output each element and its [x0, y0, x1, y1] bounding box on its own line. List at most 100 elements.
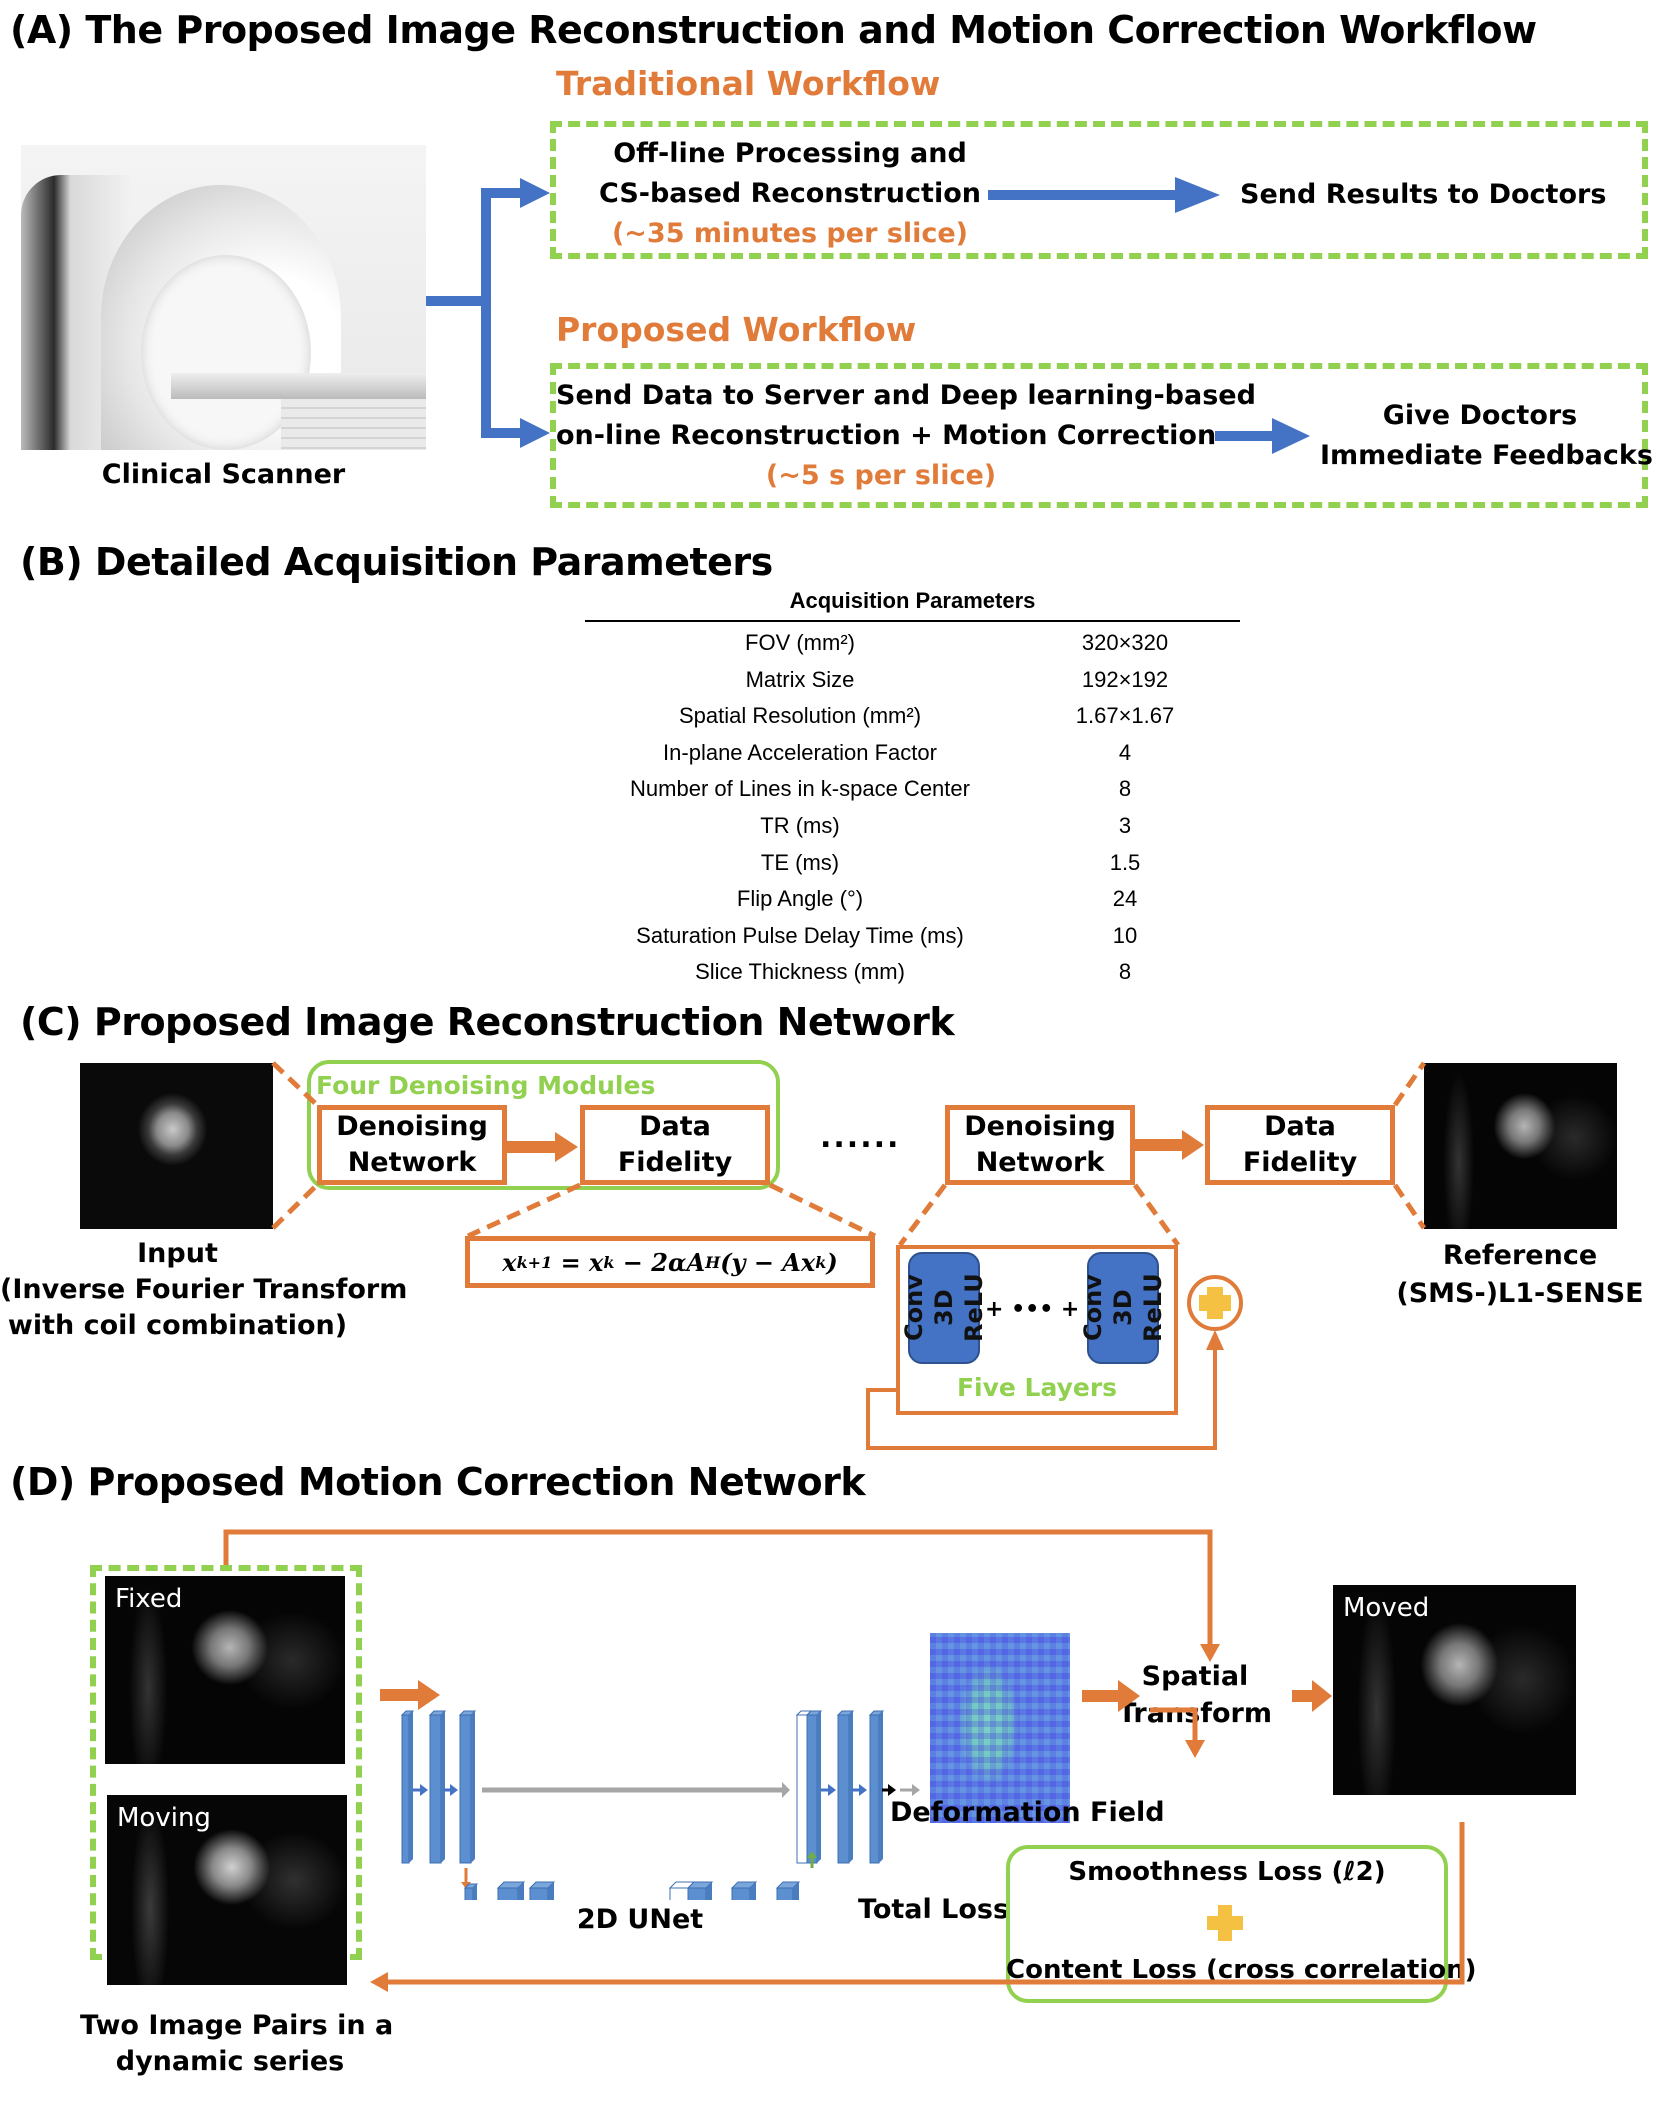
unet-skip-arrow-1 [482, 1782, 790, 1798]
eq-part: k [815, 1252, 827, 1272]
section-c-title: (C) Proposed Image Reconstruction Networ… [20, 1000, 955, 1044]
section-a-title: (A) The Proposed Image Reconstruction an… [10, 8, 1537, 52]
denoising-network-line1: Denoising [964, 1111, 1116, 1142]
feedback-line2: Immediate Feedbacks [1320, 440, 1653, 471]
arrow-to-moved [1292, 1690, 1316, 1702]
moved-image: Moved [1333, 1585, 1576, 1795]
reference-image [1424, 1063, 1617, 1229]
eq-part: k+1 [516, 1252, 553, 1272]
table-param-cell: Saturation Pulse Delay Time (ms) [636, 922, 964, 948]
scanner-label: Clinical Scanner [101, 459, 346, 490]
input-label-line3: with coil combination) [7, 1310, 348, 1341]
table-value-cell: 1.67×1.67 [1075, 703, 1175, 729]
arrow-denoise-to-fidelity-last [1135, 1139, 1185, 1151]
table-header: Acquisition Parameters [789, 588, 1036, 613]
arrow-to-send-results [1175, 177, 1220, 213]
table-value-cell: 8 [1118, 959, 1132, 985]
unet-enc1-block [458, 1710, 477, 1864]
reference-label-line2: (SMS-)L1-SENSE [1396, 1278, 1644, 1309]
moved-label: Moved [1343, 1593, 1430, 1623]
unet-conv-arrow [852, 1784, 867, 1796]
feedback-line1: Give Doctors [1382, 400, 1578, 431]
table-value-cell: 10 [1112, 922, 1138, 948]
table-param-cell: Number of Lines in k-space Center [630, 776, 970, 802]
traditional-step1-line1: Off-line Processing and [613, 138, 967, 169]
unet-dec2-block [686, 1881, 714, 1900]
table-value-cell: 320×320 [1081, 630, 1169, 655]
section-d-title: (D) Proposed Motion Correction Network [10, 1460, 866, 1504]
proposed-step1-line2: on-line Reconstruction + Motion Correcti… [556, 420, 1217, 451]
spatial-transform-line1: Spatial [1141, 1661, 1249, 1692]
reference-label-line1: Reference [1442, 1240, 1598, 1271]
conv-separator: + ••• + [985, 1297, 1080, 1322]
table-header-rule [585, 620, 1240, 622]
traditional-time: (~35 minutes per slice) [611, 218, 969, 249]
table-param-cell: Spatial Resolution (mm²) [678, 703, 922, 729]
five-layers-box [896, 1245, 1178, 1415]
eq-part: x [502, 1247, 517, 1277]
eq-part: ) [826, 1247, 838, 1277]
four-denoising-modules-label: Four Denoising Modules [316, 1071, 656, 1100]
proposed-step1-line1: Send Data to Server and Deep learning-ba… [556, 380, 1256, 411]
arrow-to-feedback [1272, 418, 1310, 454]
arrow-to-traditional [520, 178, 550, 208]
eq-part: (y − Ax [720, 1247, 816, 1277]
five-layers-label: Five Layers [956, 1373, 1118, 1402]
arrow-to-proposed [520, 418, 550, 448]
input-label-line2: (Inverse Fourier Transform [0, 1274, 408, 1305]
input-label-line1: Input [137, 1238, 218, 1269]
table-value-cell: 192×192 [1081, 666, 1169, 692]
table-param-cell: Slice Thickness (mm) [695, 959, 905, 985]
smoothness-loss: Smoothness Loss (ℓ2) [1068, 1857, 1386, 1887]
table-param-cell: FOV (mm²) [745, 630, 855, 655]
unet-enc2-block [496, 1881, 526, 1900]
unet-conv-arrow [821, 1784, 836, 1796]
table-value-cell: 8 [1118, 776, 1132, 802]
deformation-field-image [930, 1633, 1070, 1823]
moving-label: Moving [117, 1803, 211, 1833]
data-fidelity-box-1: Data Fidelity [580, 1105, 770, 1185]
unet-enc1-block [428, 1710, 447, 1864]
data-fidelity-line1: Data [1264, 1111, 1336, 1142]
denoising-network-line2: Network [347, 1147, 477, 1178]
pairs-label-line2: dynamic series [115, 2046, 345, 2077]
residual-skip-connection [866, 1345, 1217, 1450]
section-d-connectors [223, 1529, 1465, 1992]
data-fidelity-line2: Fidelity [1242, 1147, 1358, 1178]
data-fidelity-line1: Data [639, 1111, 711, 1142]
denoising-network-box-1: Denoising Network [317, 1105, 507, 1185]
workflow-branch-arrows [426, 177, 1310, 454]
loss-box [1006, 1845, 1448, 2003]
plus-icon [1199, 1287, 1231, 1319]
eq-part: = x [552, 1247, 604, 1277]
unet-dec1-block [868, 1710, 885, 1864]
loss-plus-icon [1207, 1905, 1243, 1941]
unet-upsample-arrow [807, 1851, 817, 1868]
fixed-image: Fixed [105, 1576, 345, 1764]
unet-label: 2D UNet [576, 1904, 704, 1935]
unet-dec2-block [775, 1881, 801, 1900]
proposed-time: (~5 s per slice) [765, 460, 997, 491]
send-results-to-doctors: Send Results to Doctors [1240, 179, 1607, 210]
data-fidelity-line2: Fidelity [617, 1147, 733, 1178]
arrow-denoise-to-fidelity [507, 1141, 559, 1153]
unet-enc2-block [528, 1881, 556, 1900]
fixed-to-spatial-connector [223, 1529, 1213, 1648]
fixed-label: Fixed [115, 1584, 183, 1614]
table-param-cell: Matrix Size [745, 666, 855, 692]
table-param-cell: In-plane Acceleration Factor [663, 739, 937, 765]
unet-output-arrow [882, 1784, 896, 1796]
table-value-cell: 1.5 [1109, 849, 1141, 875]
unet-enc2-block [463, 1883, 479, 1900]
eq-part: − 2αA [614, 1247, 706, 1277]
four-denoising-modules-group [307, 1060, 780, 1190]
table-value-cell: 24 [1112, 886, 1138, 912]
total-loss-label: Total Loss [858, 1894, 1010, 1925]
unet-to-field-arrow [900, 1784, 920, 1796]
ellipsis: ...... [820, 1120, 901, 1155]
pairs-label-line1: Two Image Pairs in a [80, 2010, 394, 2041]
unet-dec2-block [730, 1881, 758, 1900]
